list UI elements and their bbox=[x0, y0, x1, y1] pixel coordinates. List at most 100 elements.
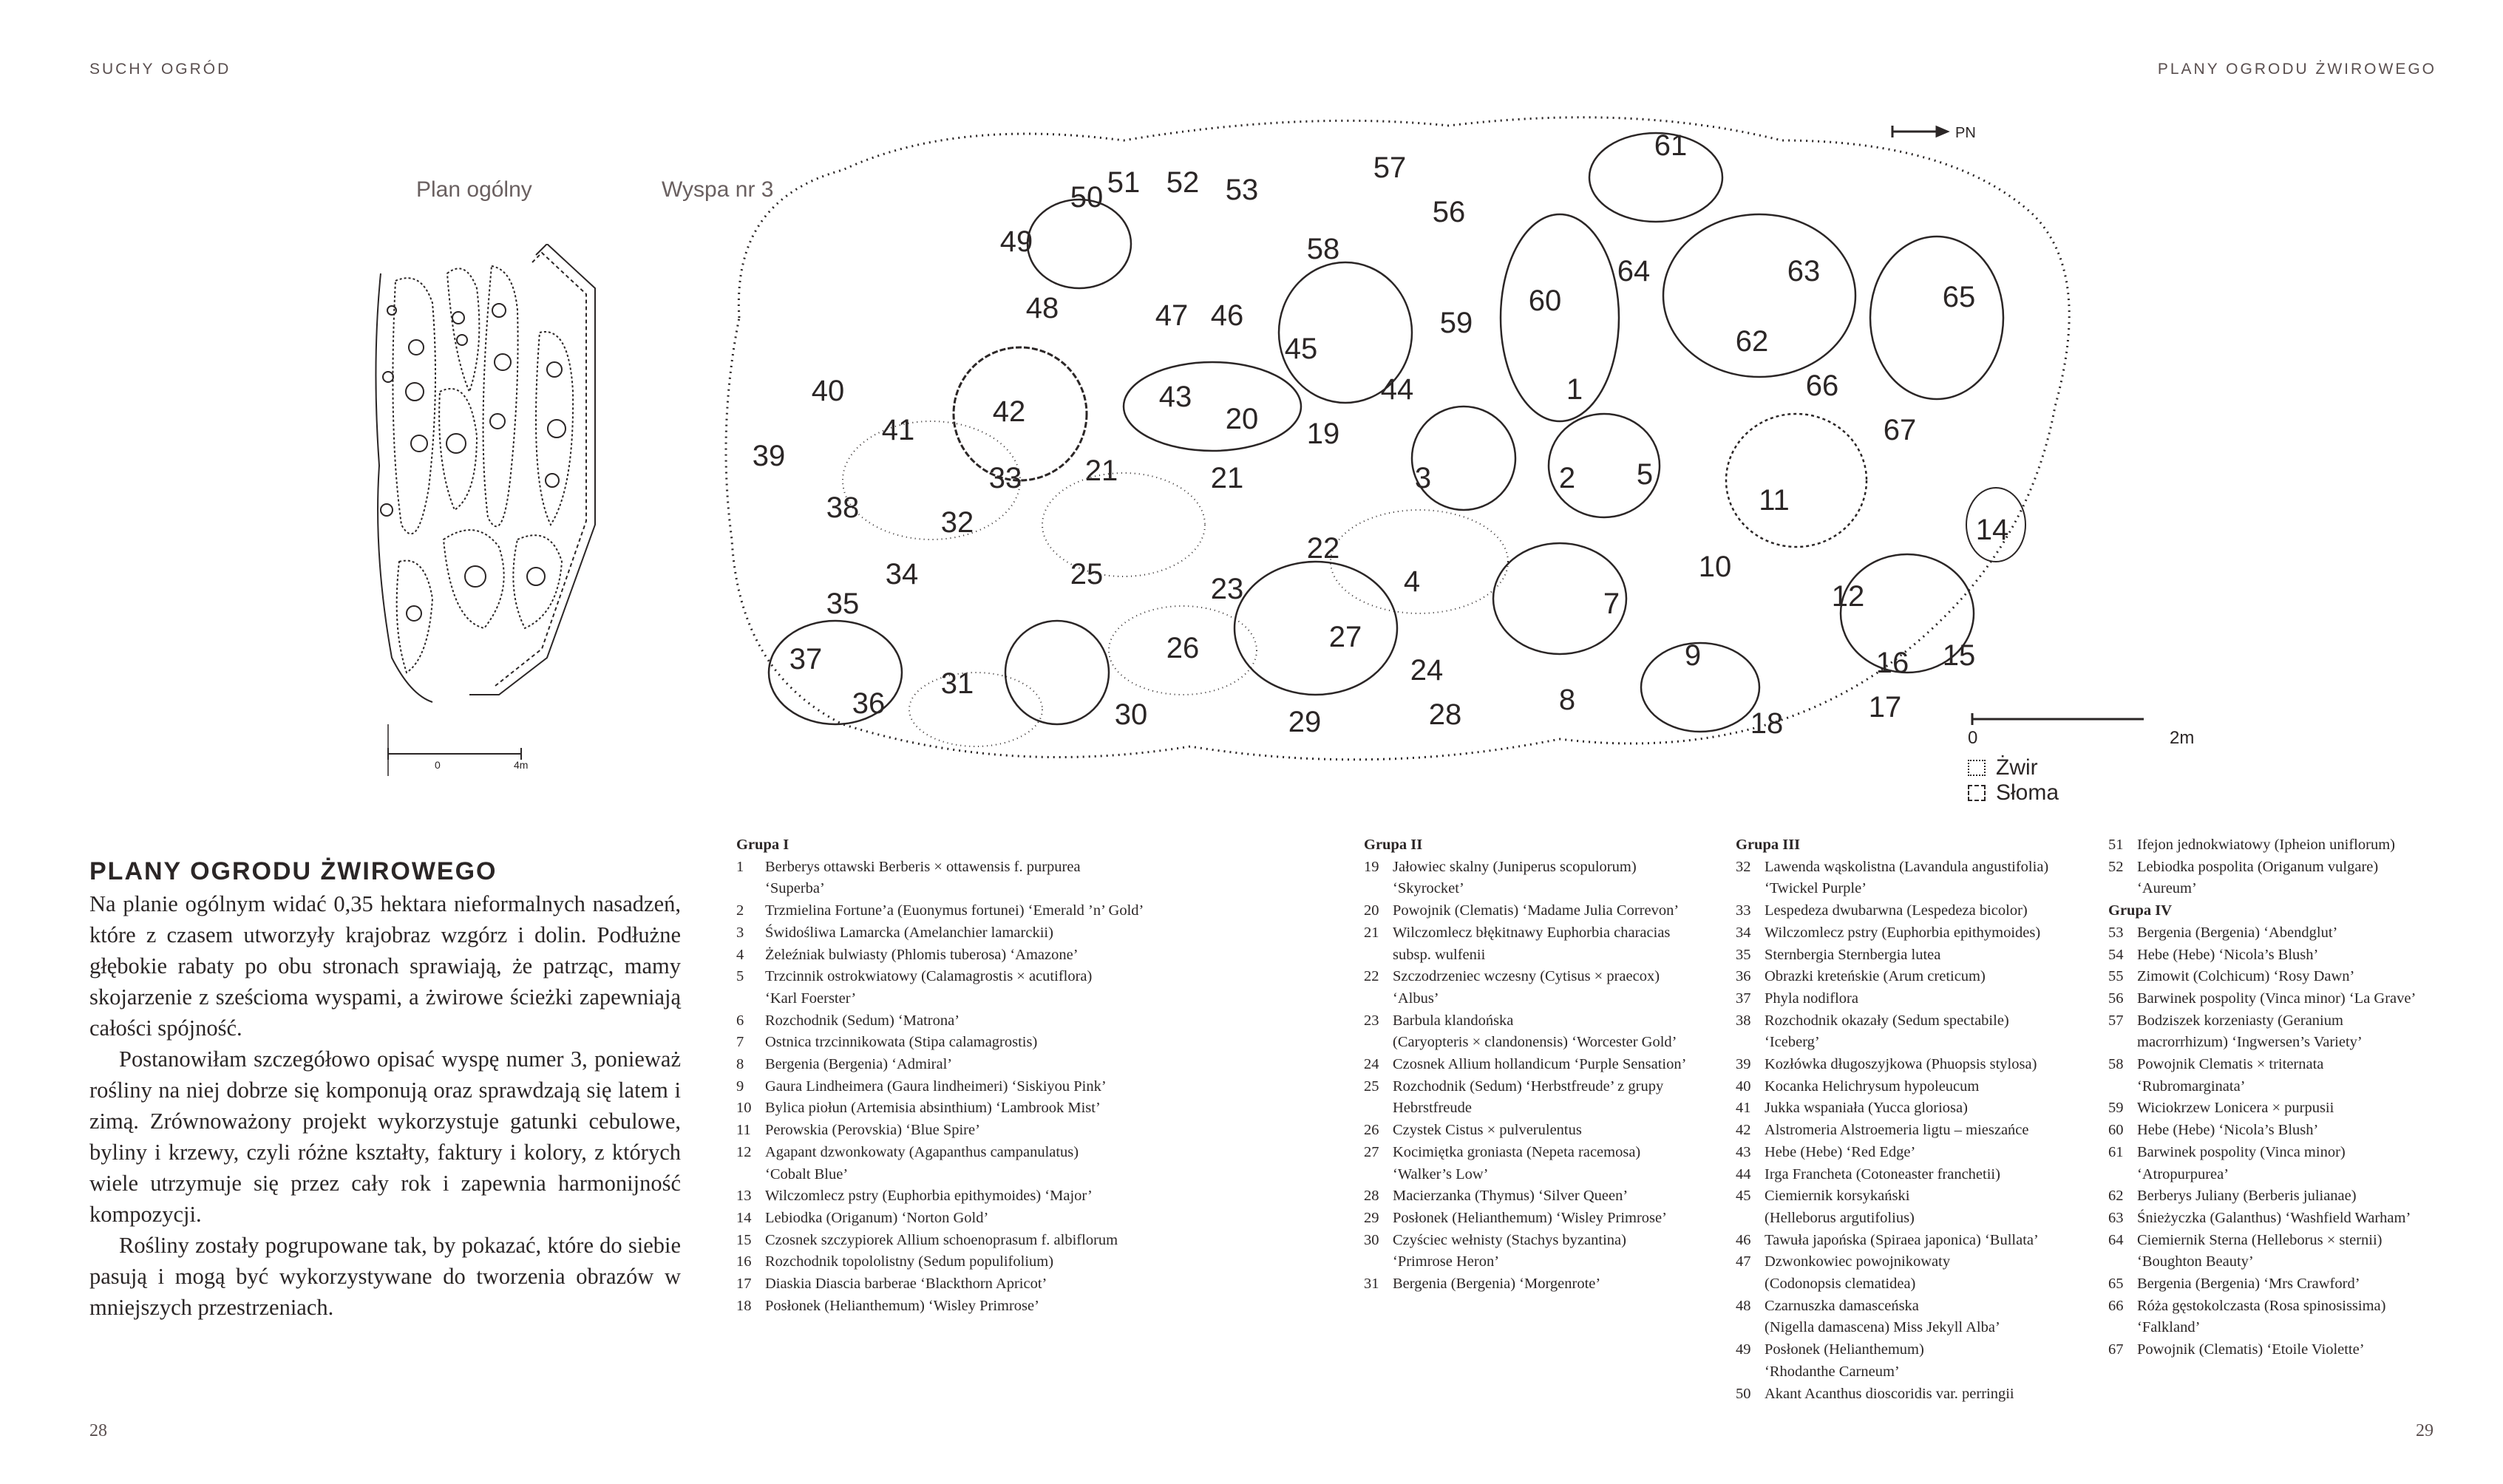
plant-name-continuation: Hebrstfreude bbox=[1393, 1100, 1473, 1117]
plant-number: 15 bbox=[736, 1231, 752, 1248]
plant-number: 16 bbox=[736, 1253, 752, 1270]
plan-number: 42 bbox=[993, 395, 1026, 428]
plan-number: 36 bbox=[852, 687, 886, 720]
gravel-swatch bbox=[1968, 760, 1986, 776]
plant-name: Posłonek (Helianthemum) ‘Wisley Primrose… bbox=[1393, 1209, 1667, 1226]
plan-number: 38 bbox=[826, 491, 860, 524]
plan-number: 16 bbox=[1876, 647, 1909, 679]
plant-number: 17 bbox=[736, 1276, 752, 1293]
plan-number: 65 bbox=[1943, 281, 1976, 313]
running-head-left: SUCHY OGRÓD bbox=[89, 61, 231, 78]
plant-number: 38 bbox=[1736, 1012, 1751, 1029]
plant-number: 8 bbox=[736, 1056, 744, 1073]
left-border bbox=[375, 273, 433, 703]
plan-number: 63 bbox=[1787, 255, 1821, 287]
plant-name-continuation: (Helleborus argutifolius) bbox=[1765, 1209, 1915, 1226]
plant-number: 34 bbox=[1736, 924, 1751, 941]
plant-name: Barwinek pospolity (Vinca minor) ‘La Gra… bbox=[2137, 990, 2417, 1007]
plant-name: Wilczomlecz pstry (Euphorbia epithymoide… bbox=[1765, 924, 2041, 941]
bed-5 bbox=[535, 331, 574, 527]
north-arrow bbox=[1891, 125, 1950, 138]
plant-name: Lebiodka (Origanum) ‘Norton Gold’ bbox=[765, 1209, 989, 1226]
plan-number: 34 bbox=[886, 558, 919, 590]
article-paragraph: Rośliny zostały pogrupowane tak, by poka… bbox=[89, 1233, 681, 1320]
plant-name: Rozchodnik (Sedum) ‘Matrona’ bbox=[765, 1012, 960, 1029]
plant-name: Śnieżyczka (Galanthus) ‘Washfield Warham… bbox=[2137, 1209, 2411, 1226]
plant-name: Lebiodka pospolita (Origanum vulgare) bbox=[2137, 858, 2379, 875]
plant-number: 40 bbox=[1736, 1078, 1751, 1095]
plant-name-continuation: ‘Primrose Heron’ bbox=[1393, 1253, 1500, 1270]
plant-number: 35 bbox=[1736, 946, 1751, 963]
plant-number: 28 bbox=[1364, 1188, 1379, 1205]
plant-name-continuation: macrorrhizum) ‘Ingwersen’s Variety’ bbox=[2137, 1034, 2363, 1051]
plant-list-item: 28 Macierzanka (Thymus) ‘Silver Queen’ bbox=[1364, 1185, 1733, 1208]
plant-number: 44 bbox=[1736, 1165, 1751, 1182]
plan-number: 64 bbox=[1617, 255, 1651, 287]
plan-number: 32 bbox=[941, 506, 974, 539]
plan-number: 40 bbox=[812, 375, 845, 407]
plant-name: Lespedeza dwubarwna (Lespedeza bicolor) bbox=[1765, 902, 2028, 919]
plant-number: 6 bbox=[736, 1012, 744, 1029]
plant-name: Ciemiernik Sterna (Helleborus × sternii) bbox=[2137, 1231, 2383, 1248]
plant-name: Lawenda wąskolistna (Lavandula angustifo… bbox=[1765, 858, 2049, 875]
plant-number: 4 bbox=[736, 946, 744, 963]
plan-number: 44 bbox=[1381, 373, 1414, 406]
plant-number: 39 bbox=[1736, 1056, 1751, 1073]
plant-name: Kocimiętka groniasta (Nepeta racemosa) bbox=[1393, 1143, 1641, 1160]
plant-number: 42 bbox=[1736, 1122, 1751, 1139]
north-label: PN bbox=[1955, 125, 1976, 141]
plant-name: Czystek Cistus × pulverulentus bbox=[1393, 1122, 1582, 1139]
plant-name: Bylica piołun (Artemisia absinthium) ‘La… bbox=[765, 1100, 1101, 1117]
page-number-right: 29 bbox=[2416, 1421, 2434, 1440]
plant-number: 23 bbox=[1364, 1012, 1379, 1029]
plan-number: 9 bbox=[1685, 639, 1701, 672]
plant-name: Macierzanka (Thymus) ‘Silver Queen’ bbox=[1393, 1188, 1629, 1205]
plant-number: 57 bbox=[2108, 1012, 2124, 1029]
plant-number: 36 bbox=[1736, 968, 1751, 985]
plant-name: Powojnik (Clematis) ‘Madame Julia Correv… bbox=[1393, 902, 1680, 919]
article-body: Na planie ogólnym widać 0,35 hektara nie… bbox=[89, 888, 681, 1323]
plant-name: Irga Francheta (Cotoneaster franchetii) bbox=[1765, 1165, 2000, 1182]
plant-name: Żeleźniak bulwiasty (Phlomis tuberosa) ‘… bbox=[765, 946, 1079, 963]
plant-list-item: 39 Kozłówka długoszyjkowa (Phuopsis stylo… bbox=[1736, 1054, 2105, 1076]
plant-number: 56 bbox=[2108, 990, 2124, 1007]
plant-name: Kocanka Helichrysum hypoleucum bbox=[1765, 1078, 1980, 1095]
plant-name: Barbula klandońska bbox=[1393, 1012, 1514, 1029]
plant-name-continuation: ‘Walker’s Low’ bbox=[1393, 1165, 1489, 1182]
plant-number: 26 bbox=[1364, 1122, 1379, 1139]
plan-number: 52 bbox=[1166, 166, 1200, 199]
plant-name: Berberys Juliany (Berberis julianae) bbox=[2137, 1188, 2357, 1205]
plant-name-continuation: (Caryopteris × clandonensis) ‘Worcester … bbox=[1393, 1034, 1677, 1051]
plant-name-continuation: ‘Rhodanthe Carneum’ bbox=[1765, 1363, 1900, 1380]
legend-straw: Słoma bbox=[1968, 780, 2059, 806]
plant-list-item: 23 Barbula klandońska bbox=[1364, 1010, 1733, 1032]
plant-list-item: 56 Barwinek pospolity (Vinca minor) ‘La G… bbox=[2108, 988, 2478, 1010]
plant-name: Kozłówka długoszyjkowa (Phuopsis stylosa… bbox=[1765, 1056, 2037, 1073]
plan-number: 7 bbox=[1603, 588, 1620, 620]
plan-number: 24 bbox=[1410, 654, 1444, 687]
plant-name: Trzcinnik ostrokwiatowy (Calamagrostis ×… bbox=[765, 968, 1093, 985]
island-plan-drawing: PN 1 2 3 4 5 7 8 9 10 11 12 14 15 16 17 … bbox=[724, 116, 2144, 761]
plant-name: Sternbergia Sternbergia lutea bbox=[1765, 946, 1941, 963]
plan-number: 48 bbox=[1026, 292, 1059, 324]
plant-name: Trzmielina Fortune’a (Euonymus fortunei)… bbox=[765, 902, 1144, 919]
plant-list-item: 40 Kocanka Helichrysum hypoleucum bbox=[1736, 1076, 2105, 1098]
plant-number: 43 bbox=[1736, 1143, 1751, 1160]
plant-name: Wiciokrzew Lonicera × purpusii bbox=[2137, 1100, 2334, 1117]
plant-number: 37 bbox=[1736, 990, 1751, 1007]
plant-number: 31 bbox=[1364, 1276, 1379, 1293]
